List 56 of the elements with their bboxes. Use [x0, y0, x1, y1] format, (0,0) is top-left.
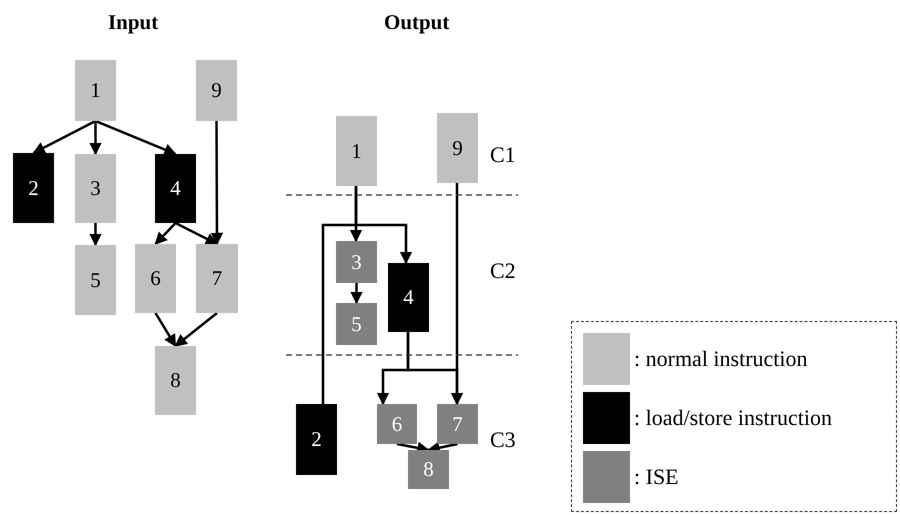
node-number: 4: [403, 285, 414, 310]
node-number: 5: [90, 268, 101, 292]
instruction-box: [336, 241, 377, 283]
node-number: 7: [212, 266, 222, 291]
instruction-box: [437, 404, 478, 444]
instruction-box: [75, 245, 116, 315]
instruction-box: [135, 244, 176, 313]
arrow: [174, 312, 218, 347]
node-number: 9: [452, 136, 463, 160]
arrow: [32, 120, 96, 154]
cycle-label: C3: [490, 429, 516, 451]
cycle-label: C2: [490, 260, 516, 282]
node-number: 8: [423, 457, 434, 482]
legend-text: : normal instruction: [634, 346, 808, 372]
instruction-box: [196, 60, 237, 121]
node-number: 4: [170, 176, 181, 201]
column-heading: Input: [108, 12, 158, 33]
instruction-box: [75, 154, 116, 223]
node-number: 1: [351, 138, 362, 164]
arrow: [354, 186, 412, 264]
node-number: 2: [28, 176, 39, 200]
node-number: 8: [170, 368, 181, 393]
instruction-box: [155, 154, 196, 223]
column-heading: Output: [384, 12, 450, 33]
instruction-box: [13, 153, 54, 223]
instruction-box: [336, 303, 377, 345]
node-number: 6: [150, 266, 161, 291]
instruction-box: [437, 113, 478, 183]
node-number: 2: [311, 427, 322, 452]
node-number: 7: [452, 412, 463, 436]
arrow: [154, 312, 177, 348]
arrow: [95, 120, 177, 156]
instruction-box: [377, 404, 417, 444]
node-number: 6: [392, 412, 402, 436]
arrow: [154, 222, 176, 245]
arrow: [350, 283, 363, 304]
arrow: [89, 223, 102, 246]
node-number: 5: [351, 312, 362, 336]
instruction-box: [336, 116, 377, 186]
arrow: [174, 222, 218, 246]
node-number: 9: [211, 78, 222, 103]
arrow: [210, 121, 224, 246]
arrow: [89, 121, 102, 156]
cycle-label: C1: [490, 144, 516, 166]
instruction-box: [155, 346, 196, 415]
arrow: [450, 183, 464, 406]
legend-text: : ISE: [634, 464, 679, 490]
instruction-box: [388, 263, 429, 332]
node-number: 3: [351, 250, 362, 274]
legend-text: : load/store instruction: [634, 405, 832, 431]
instruction-box: [408, 450, 449, 489]
node-number: 3: [90, 176, 101, 201]
instruction-box: [296, 404, 337, 475]
node-number: 1: [90, 78, 101, 103]
instruction-box: [75, 60, 116, 121]
instruction-box: [196, 244, 238, 313]
